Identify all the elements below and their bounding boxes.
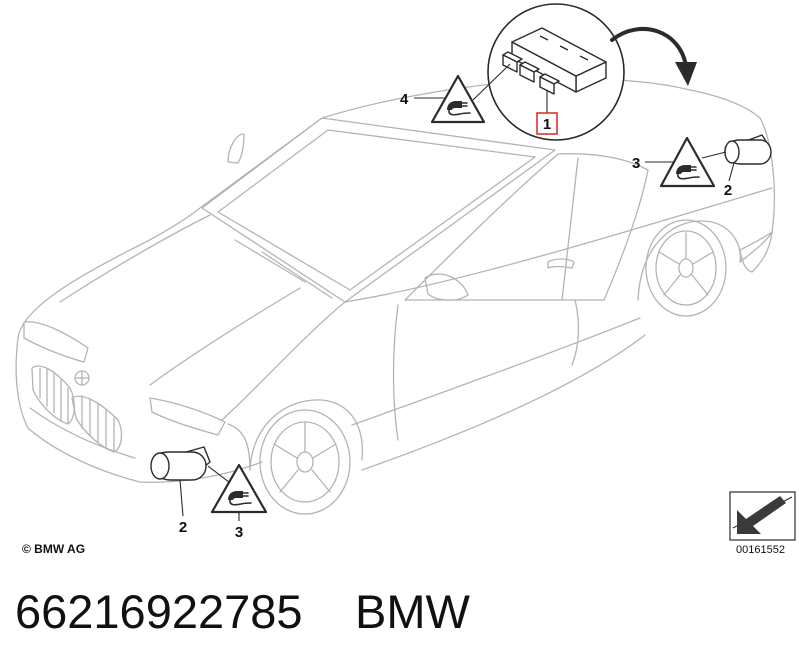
hood-crease — [59, 214, 211, 303]
figure-id: 00161552 — [736, 544, 785, 556]
symbol-triangle-roof — [430, 74, 486, 124]
parking-sensor-front — [150, 446, 211, 481]
b-pillar — [561, 157, 579, 301]
rocker — [361, 334, 646, 471]
control-unit-detail — [539, 35, 589, 61]
front-wheel-arch — [249, 399, 364, 471]
part-number: 66216922785 — [15, 585, 303, 638]
car-outline — [15, 78, 776, 515]
direction-icon-arrow — [737, 496, 786, 534]
detail-inset — [487, 3, 625, 141]
rear-tire — [645, 219, 727, 317]
leader-3-rear-to-sensor — [701, 151, 727, 159]
grille-slats-near — [39, 367, 69, 424]
callout-4: 4 — [400, 91, 409, 108]
connector-c — [539, 76, 555, 95]
control-unit-top-face — [511, 27, 607, 77]
leader-sensor-to-triangle-front — [207, 465, 230, 483]
hood-crease-far — [149, 287, 301, 386]
connector-b — [519, 64, 535, 83]
mirror-near — [424, 273, 469, 301]
callout-1-box — [536, 112, 558, 135]
callout-1: 1 — [543, 116, 551, 133]
wipers — [234, 239, 333, 299]
windshield — [201, 117, 556, 303]
curved-arrow-head — [675, 62, 697, 86]
door-front-edge — [392, 304, 399, 441]
rear-hub — [678, 258, 694, 278]
front-spokes — [273, 422, 337, 493]
leader-4-to-unit — [472, 63, 511, 101]
front-tire — [259, 409, 351, 515]
rear-quarter — [739, 231, 773, 263]
headlight-far — [149, 397, 226, 436]
copyright-label: © BMW AG — [22, 542, 85, 556]
front-bumper — [15, 337, 263, 483]
leader-2-rear — [728, 162, 735, 182]
control-unit — [502, 27, 607, 95]
sensor-rear-face — [724, 140, 740, 164]
bumper-crease — [29, 407, 136, 459]
windshield-inner — [217, 129, 536, 291]
callout-3-front: 3 — [235, 524, 243, 541]
rear-spokes — [658, 232, 714, 296]
curved-arrow-shaft — [610, 27, 688, 68]
grille-slats-far — [81, 395, 115, 452]
front-fender — [227, 423, 251, 471]
callout-2-front: 2 — [179, 519, 187, 536]
side-window — [404, 153, 649, 301]
grille-kidney-far — [71, 395, 123, 453]
callouts: 4 1 3 2 2 3 — [179, 91, 732, 541]
rear-bumper — [739, 231, 773, 273]
brand-name: BMW — [355, 585, 471, 638]
leader-lines — [179, 63, 735, 521]
front-hub — [296, 451, 314, 473]
plug-icon — [447, 101, 471, 116]
parking-sensor-rear — [724, 134, 772, 165]
callout-3-rear: 3 — [632, 155, 640, 172]
connector-a — [502, 54, 518, 73]
hood-edge-far — [221, 301, 346, 421]
door-rear-edge — [571, 299, 580, 366]
headlight-near — [23, 321, 89, 363]
rear-wheel-arch — [637, 220, 741, 301]
body-silhouette — [17, 78, 776, 339]
curved-arrow-icon — [610, 27, 697, 86]
plug-icon — [228, 491, 252, 506]
sensor-front-face — [150, 452, 170, 480]
direction-arrow-icon — [729, 491, 796, 541]
front-rim — [270, 421, 340, 503]
beltline — [344, 187, 773, 303]
leader-2-front — [179, 479, 184, 517]
callout-2-rear: 2 — [724, 182, 732, 199]
body-lower-line — [351, 317, 641, 426]
door-handle — [547, 258, 575, 269]
rear-rim — [655, 230, 717, 306]
plug-icon — [676, 165, 700, 180]
brand-roundel-cross — [74, 370, 90, 386]
mirror-far — [227, 133, 245, 164]
